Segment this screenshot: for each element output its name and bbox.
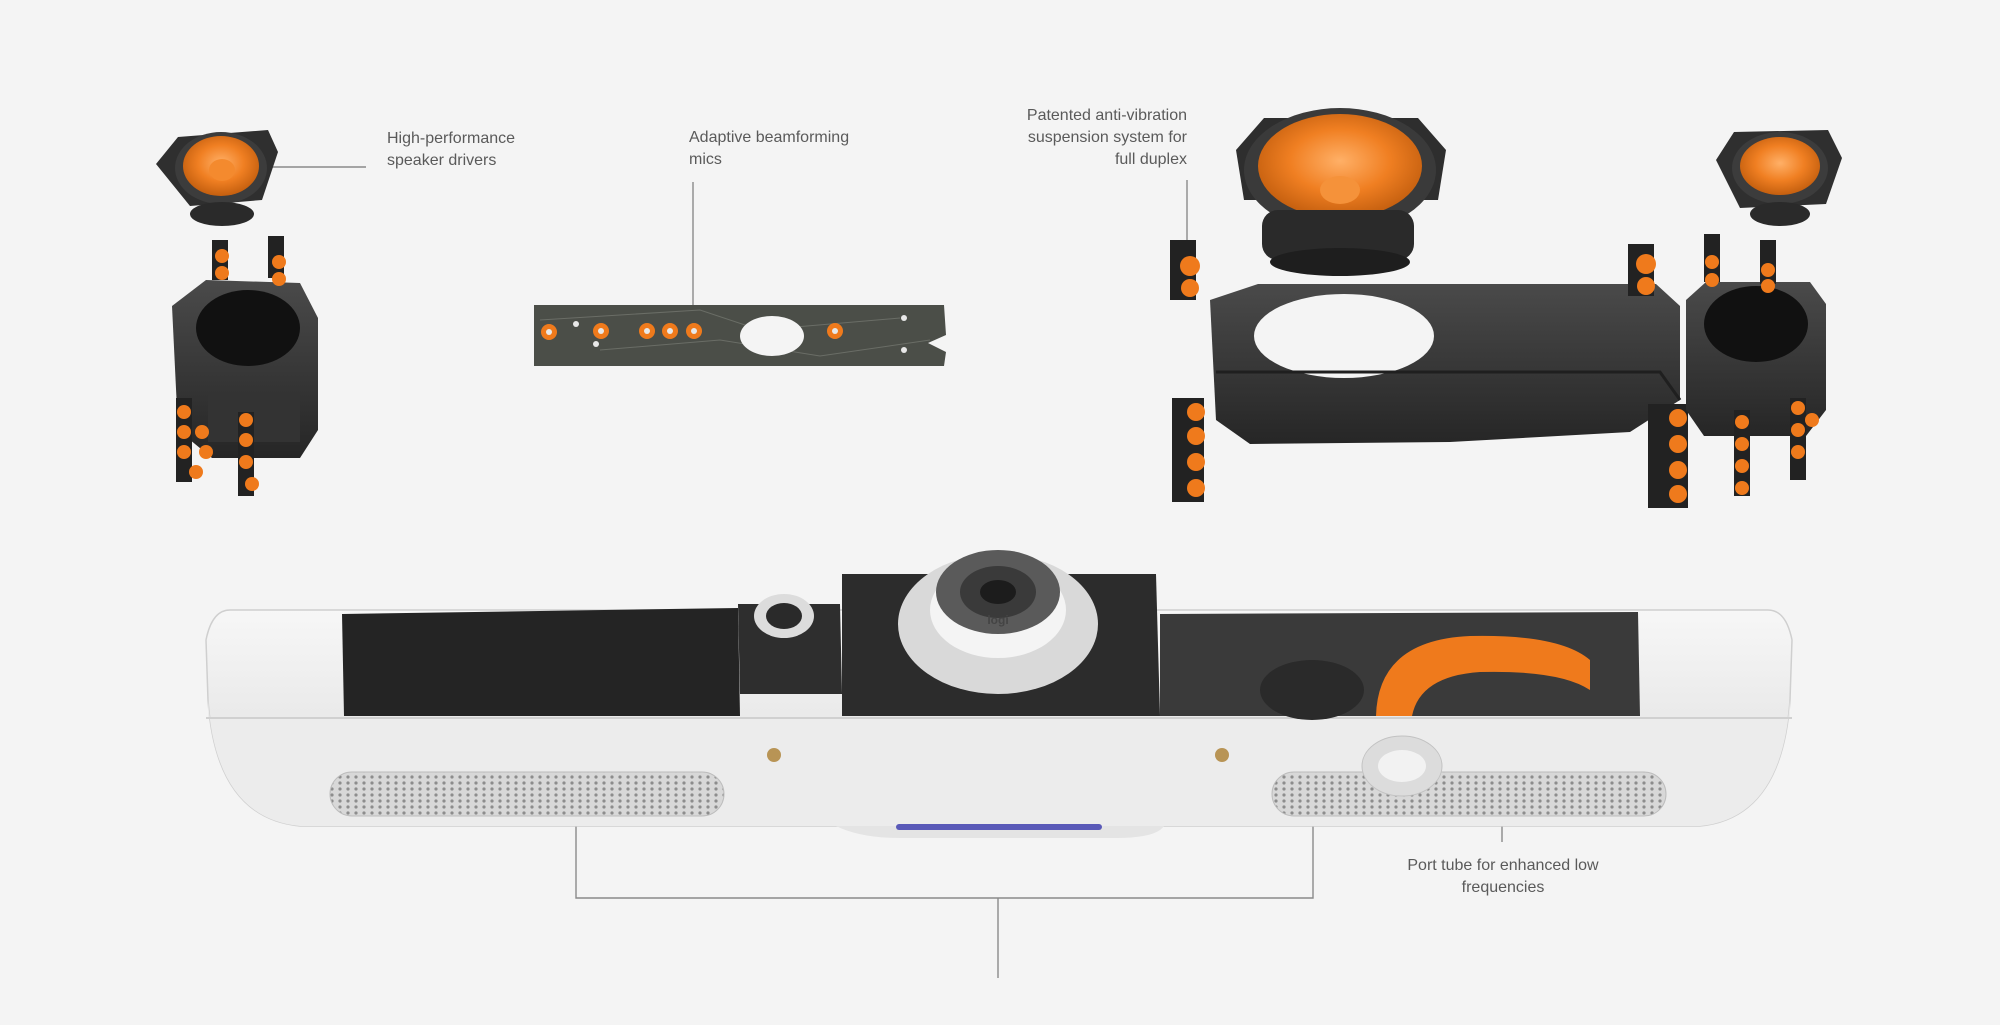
speaker-driver-icon [156,130,278,226]
callout-suspension: Patented anti-vibration suspension syste… [1026,107,1187,168]
camera-lens-icon [898,550,1098,694]
callout-speaker-drivers: High-performance speaker drivers [387,130,516,169]
right-speaker-enclosure [1686,234,1826,496]
left-speaker-enclosure [172,236,318,496]
mic-board-icon [534,305,946,366]
brand-mark: logi [987,613,1008,627]
right-grille [1271,771,1667,817]
base-unit: logi [205,550,1793,838]
callout-port-tube: Port tube for enhanced low frequencies [1407,857,1599,896]
center-speaker-driver [1236,108,1446,276]
port-tube [1376,635,1590,716]
leader-grille [575,790,1314,899]
center-enclosure [1170,240,1688,508]
left-grille [329,771,725,817]
right-speaker-driver [1716,130,1842,226]
callout-beamforming-mics: Adaptive beamforming mics [689,129,850,168]
